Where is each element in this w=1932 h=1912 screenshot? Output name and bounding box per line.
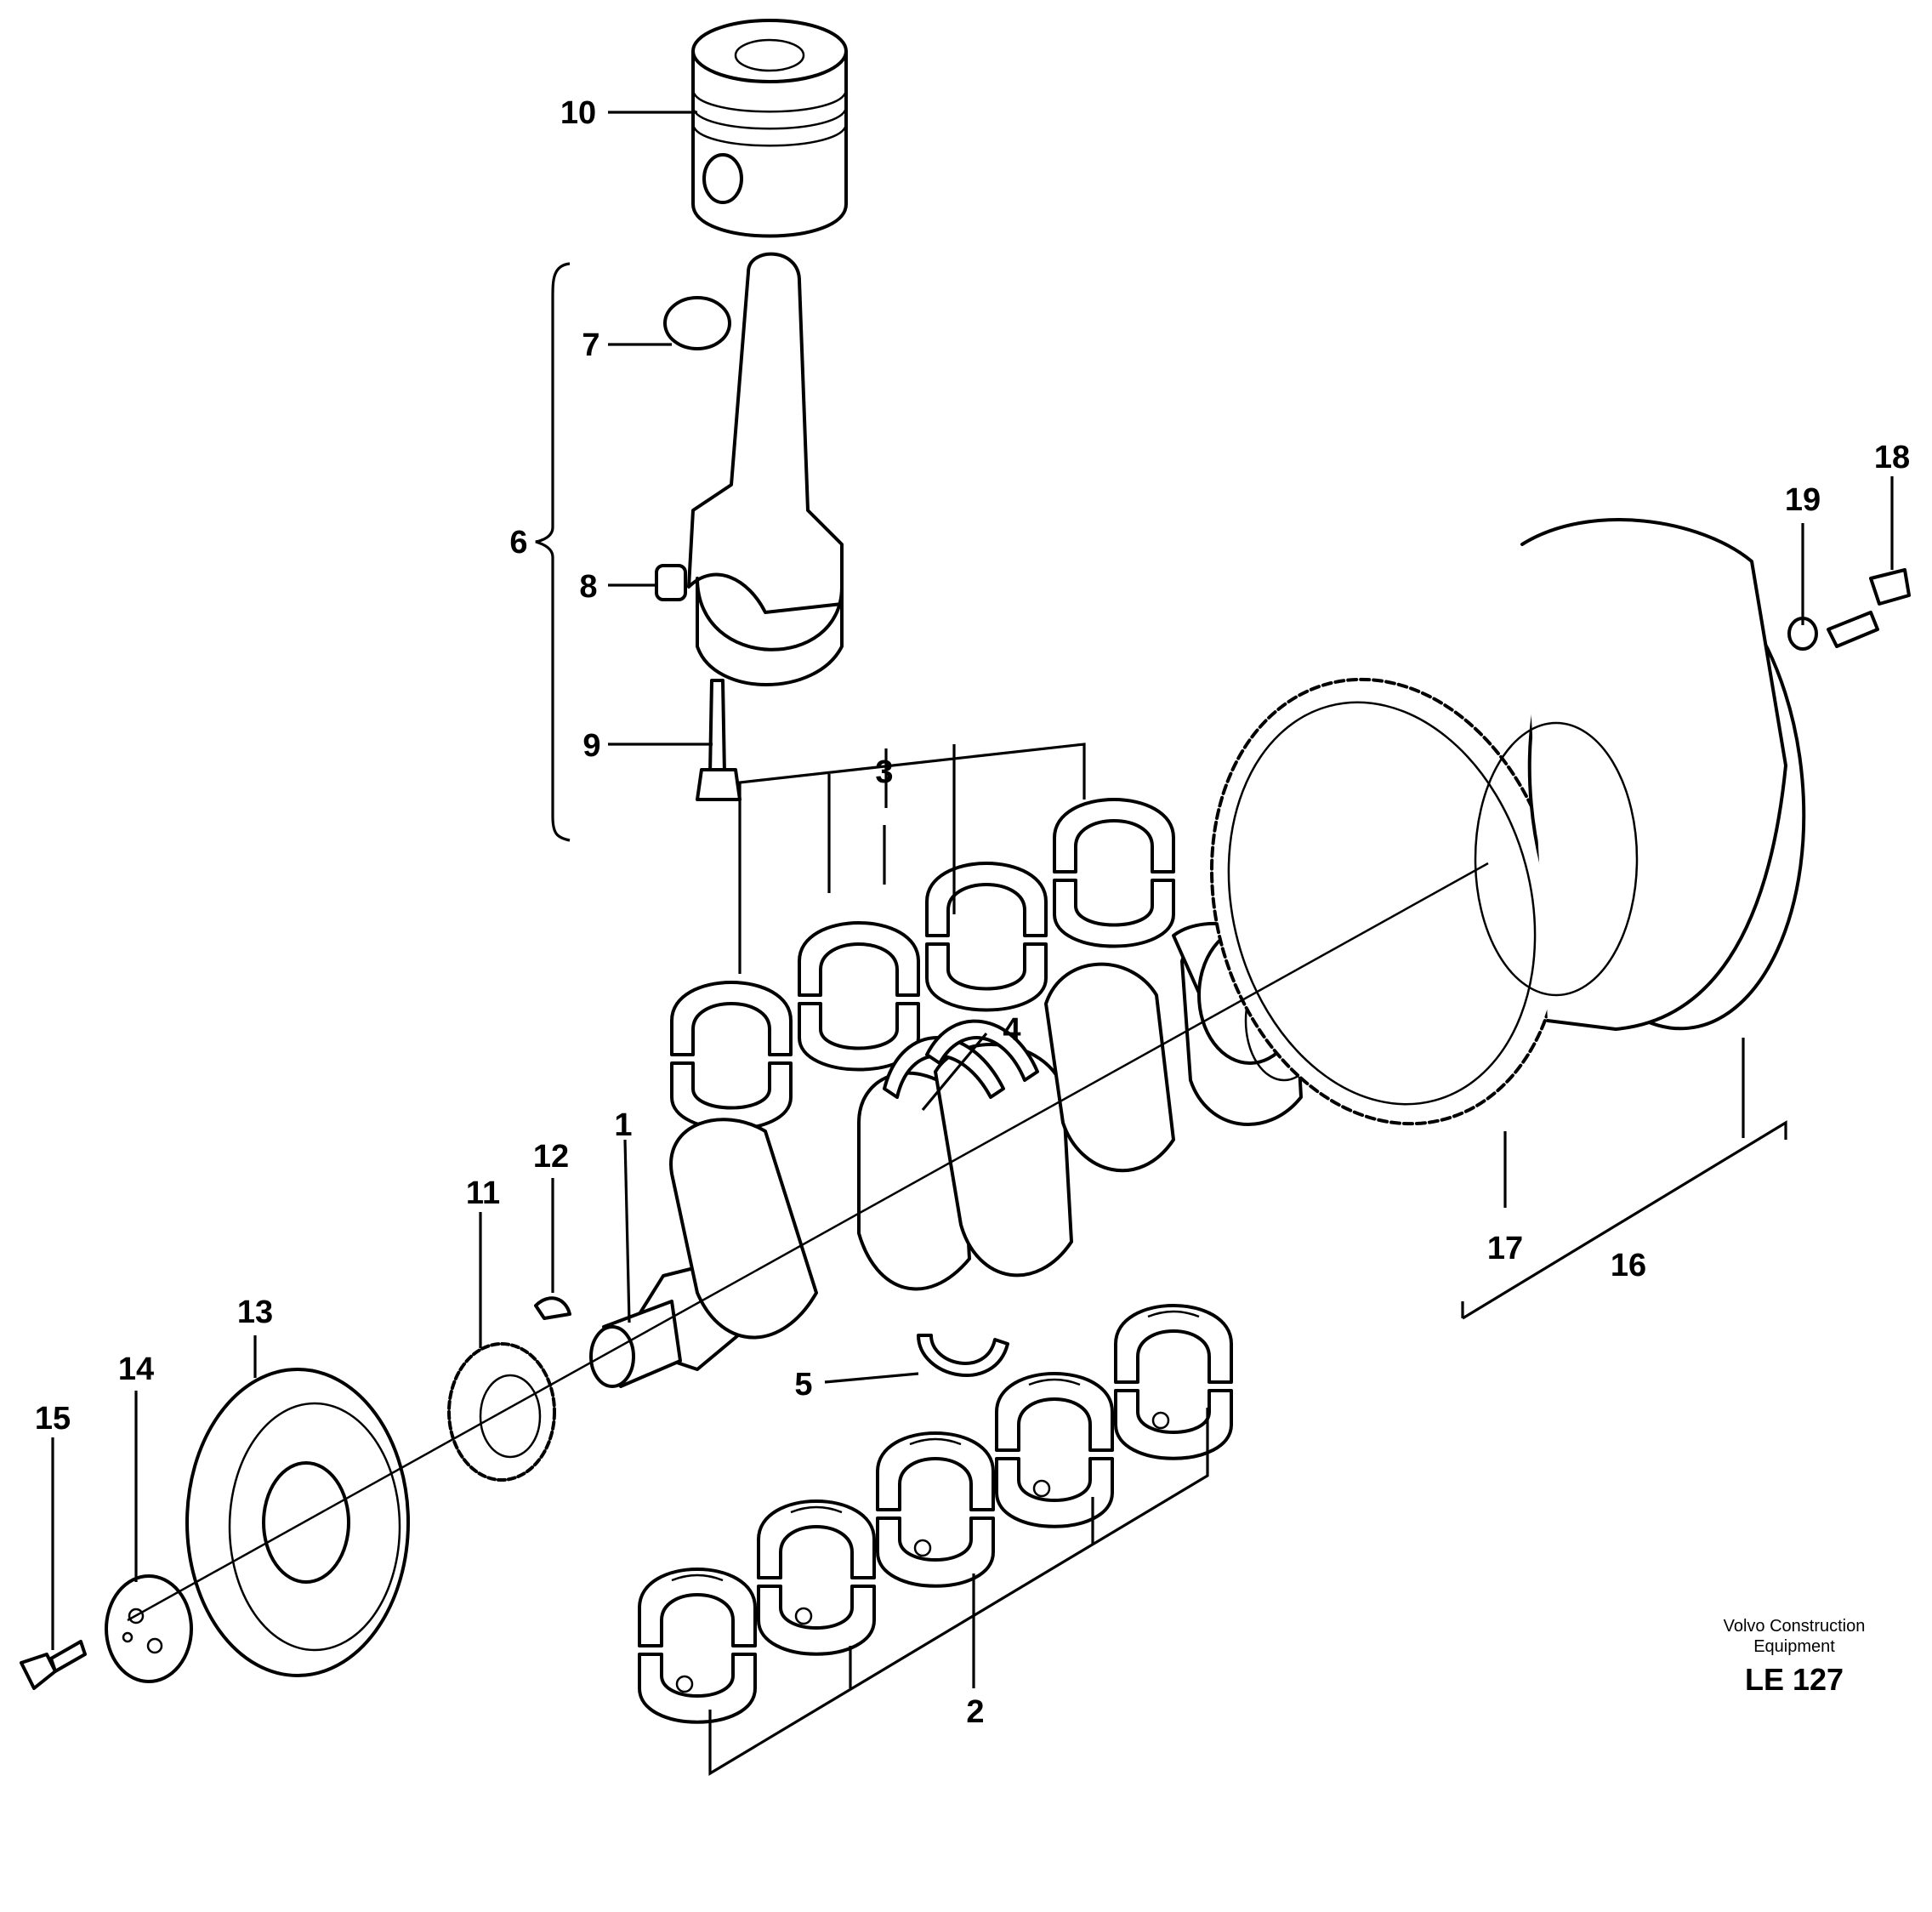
upper-bearing-shells xyxy=(670,743,1175,1131)
connecting-rod xyxy=(655,252,844,801)
credit-line-2: Equipment xyxy=(1753,1637,1835,1656)
callout-2: 2 xyxy=(966,1694,984,1730)
callout-1: 1 xyxy=(614,1107,632,1143)
callout-17: 17 xyxy=(1487,1231,1523,1266)
credit-line-1: Volvo Construction xyxy=(1723,1617,1866,1636)
vibration-damper-pulley xyxy=(185,1368,410,1677)
callout-labels: 1 2 3 4 5 6 7 8 9 10 11 12 13 14 15 16 1… xyxy=(35,95,1910,1730)
callout-6: 6 xyxy=(509,525,527,561)
key xyxy=(534,1296,571,1320)
thrust-washers xyxy=(883,1019,1039,1377)
callout-8: 8 xyxy=(579,569,597,605)
lower-bearing-shells xyxy=(638,1304,1233,1776)
crank-nose xyxy=(589,1300,682,1388)
leader-lines xyxy=(51,111,1894,1650)
flywheel xyxy=(1474,518,1806,1031)
callout-9: 9 xyxy=(582,728,600,764)
callout-5: 5 xyxy=(794,1367,812,1403)
piston xyxy=(691,19,848,238)
callout-4: 4 xyxy=(1003,1012,1020,1048)
washer-plate xyxy=(105,1574,193,1683)
callout-14: 14 xyxy=(118,1351,154,1387)
publisher-credit: Volvo Construction Equipment LE 127 xyxy=(1658,1616,1930,1698)
flywheel-bolt xyxy=(1827,568,1911,648)
callout-16: 16 xyxy=(1611,1248,1646,1283)
callout-11: 11 xyxy=(466,1175,500,1211)
callout-19: 19 xyxy=(1785,482,1821,518)
callout-15: 15 xyxy=(35,1401,71,1437)
bracket-6 xyxy=(535,262,571,842)
callout-13: 13 xyxy=(237,1295,273,1330)
callout-18: 18 xyxy=(1874,440,1910,475)
figure-code: LE 127 xyxy=(1744,1662,1844,1697)
callout-7: 7 xyxy=(582,327,599,363)
callout-10: 10 xyxy=(560,95,596,131)
assembly-axis xyxy=(127,862,1489,1622)
pulley-bolt xyxy=(20,1640,87,1690)
callout-3: 3 xyxy=(875,754,893,790)
callout-12: 12 xyxy=(533,1139,569,1175)
